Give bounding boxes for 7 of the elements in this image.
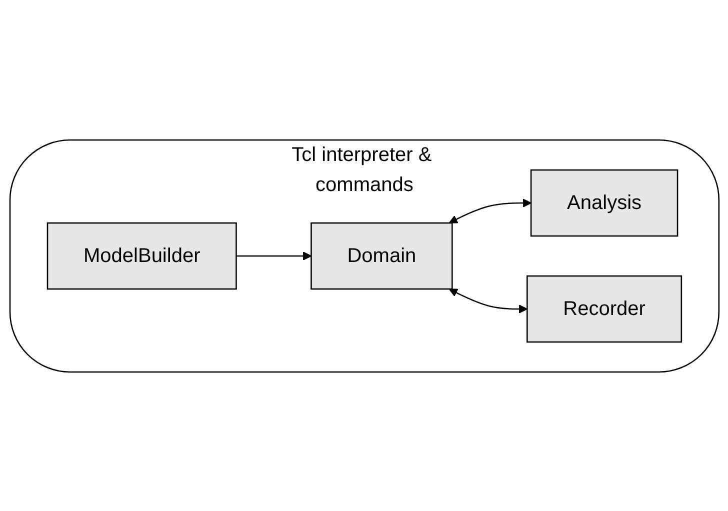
arrow xyxy=(448,198,531,223)
node-box: Recorder xyxy=(526,274,682,342)
node-box: Domain xyxy=(310,222,452,290)
arrow xyxy=(448,288,528,313)
node-box: Analysis xyxy=(530,168,678,236)
node-box: ModelBuilder xyxy=(46,222,236,290)
arrow xyxy=(236,251,312,260)
